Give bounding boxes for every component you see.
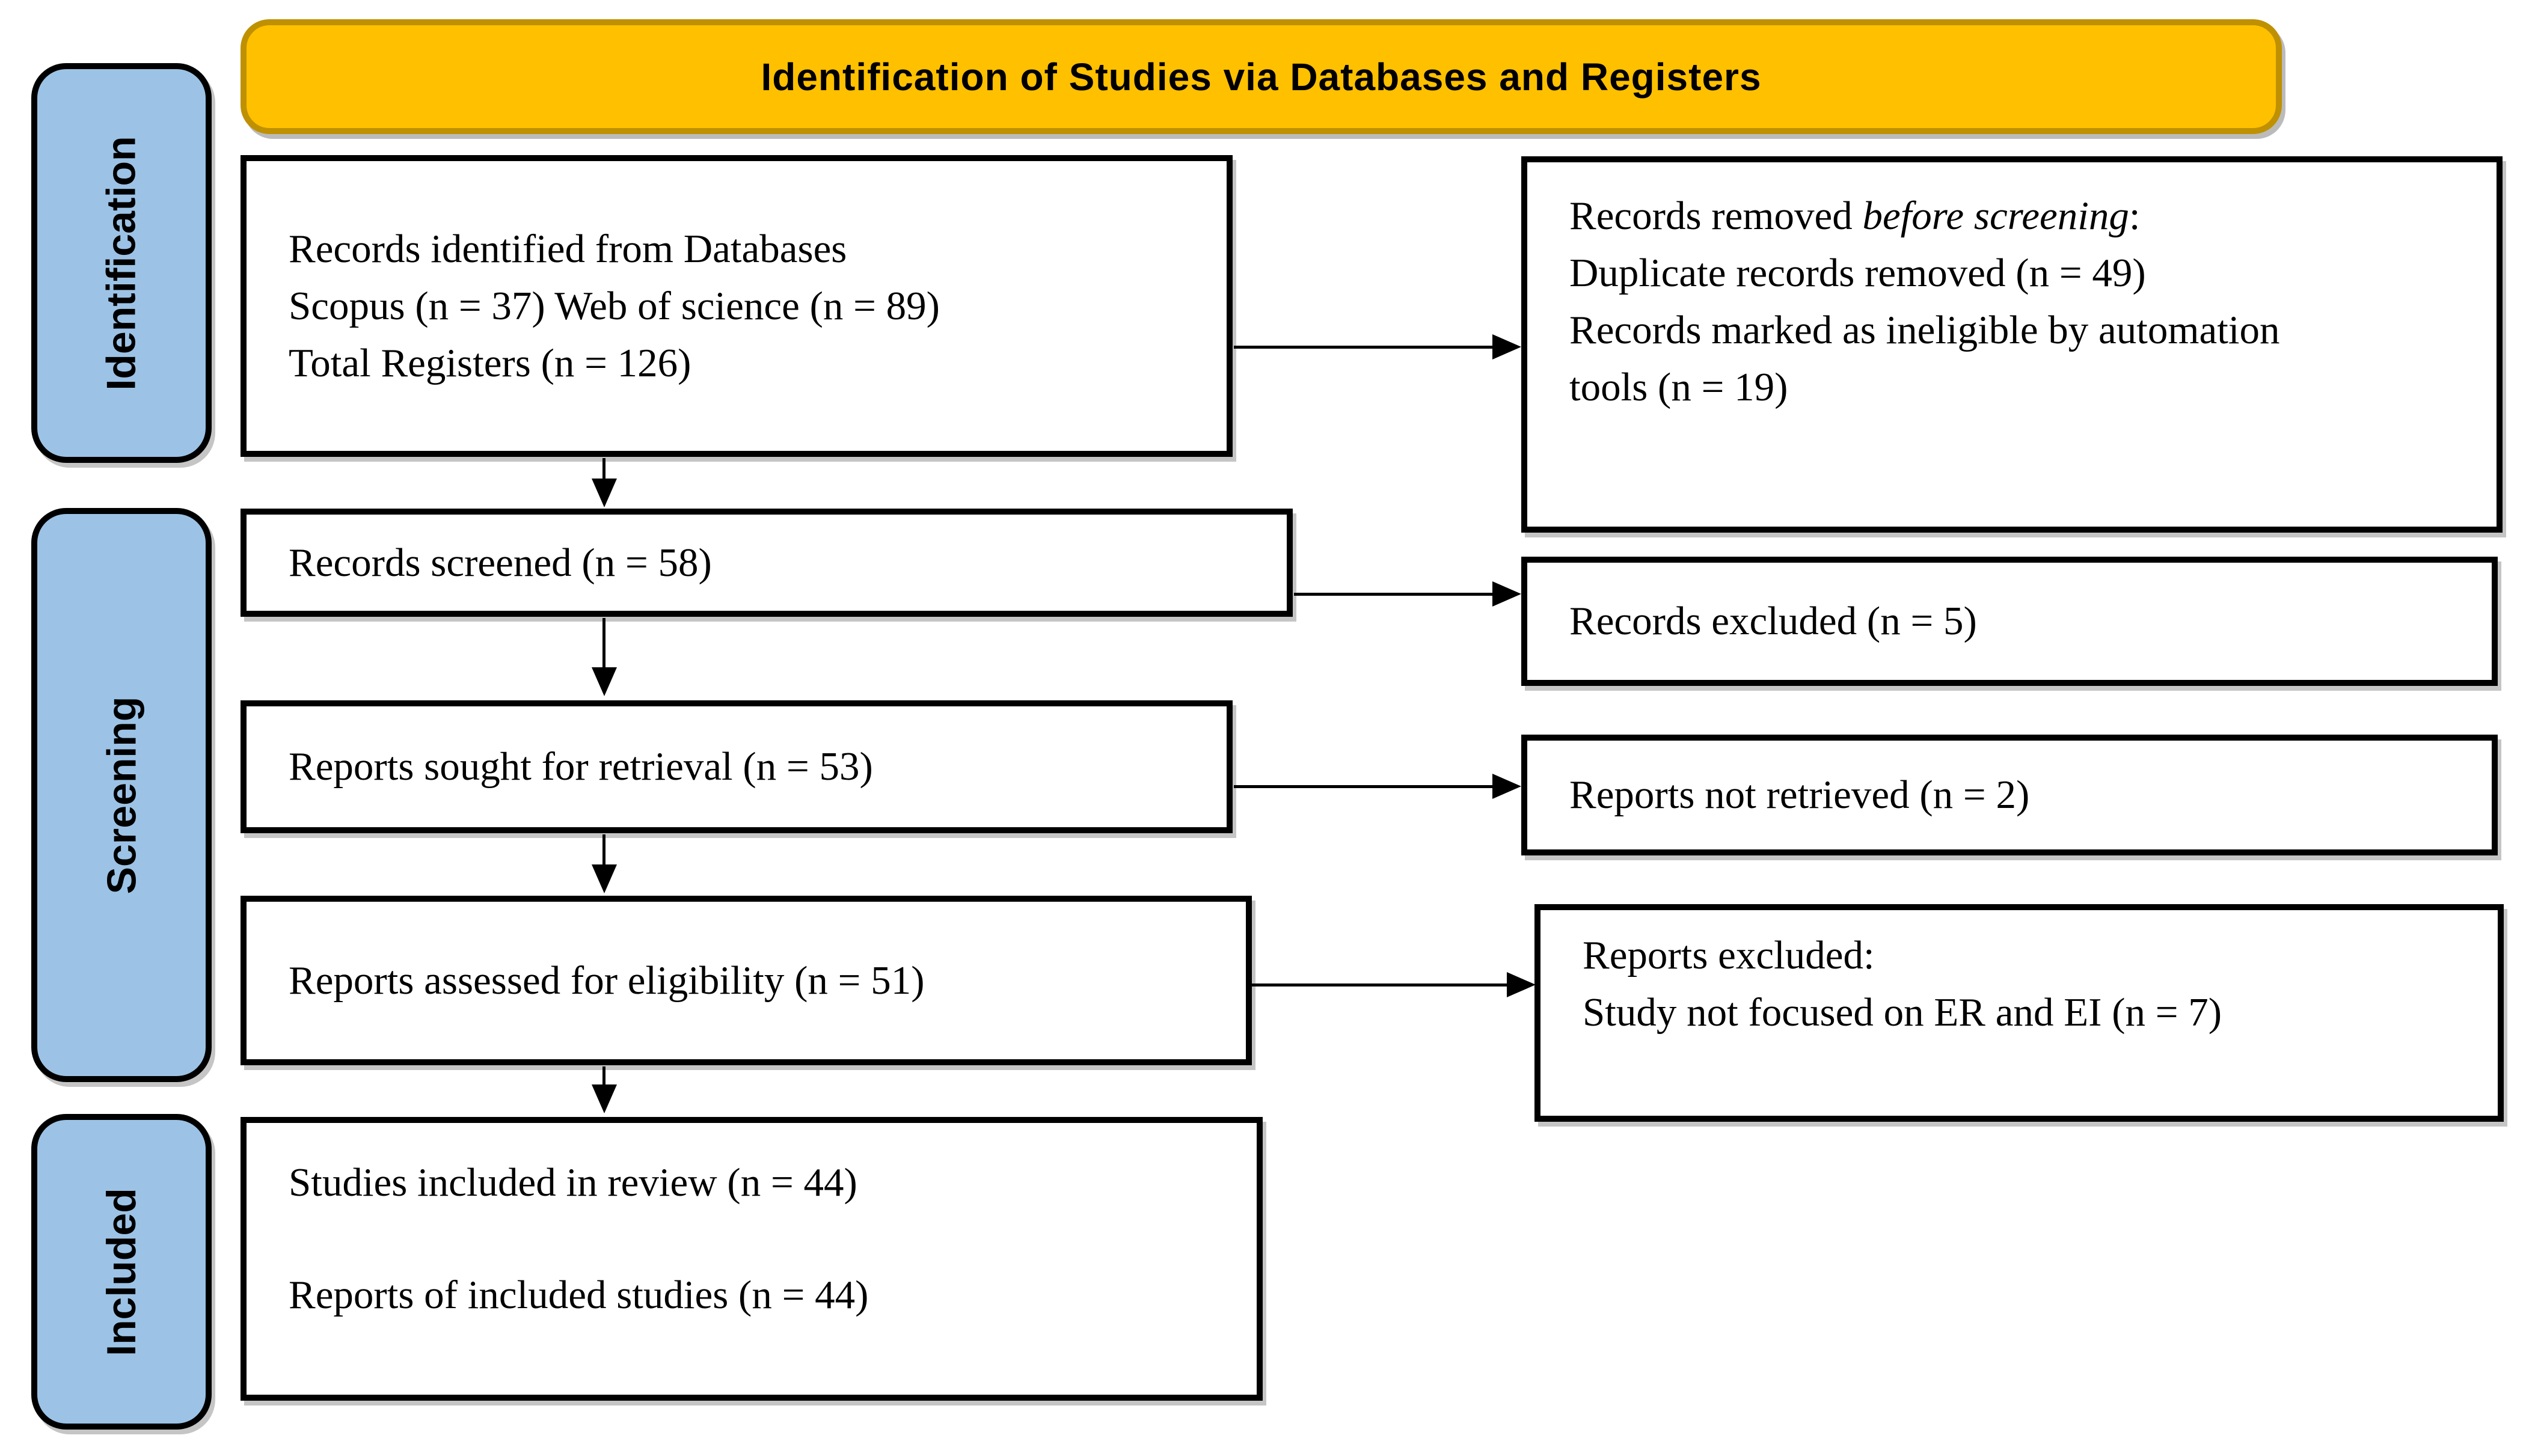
- box-line: Duplicate records removed (n = 49): [1569, 251, 2146, 295]
- box-records-screened: Records screened (n = 58): [241, 509, 1293, 617]
- stage-label-text: Identification: [99, 135, 145, 391]
- box-line: Reports not retrieved (n = 2): [1569, 772, 2030, 817]
- arrow-down-identified-to-screened-shaft: [602, 458, 605, 482]
- arrow-right-sought-to-not-retrieved-head: [1492, 774, 1521, 799]
- arrow-right-identified-to-removed-head: [1492, 334, 1521, 359]
- stage-label-text: Screening: [99, 696, 144, 894]
- box-line: Reports of included studies (n = 44): [289, 1273, 869, 1317]
- header-banner: Identification of Studies via Databases …: [241, 19, 2282, 134]
- arrow-right-assessed-to-reports-excluded-shaft: [1248, 983, 1509, 986]
- box-line: Reports sought for retrieval (n = 53): [289, 744, 873, 789]
- box-line: Total Registers (n = 126): [289, 340, 691, 385]
- box-reports-excluded: Reports excluded: Study not focused on E…: [1534, 904, 2504, 1122]
- stage-label-text: Included: [98, 1187, 144, 1356]
- box-records-removed-before-screening: Records removed before screening: Duplic…: [1521, 156, 2503, 533]
- arrow-down-sought-to-assessed-head: [592, 864, 617, 893]
- stage-label-included: Included: [31, 1114, 212, 1430]
- arrow-down-sought-to-assessed-shaft: [602, 834, 605, 868]
- box-line: Records identified from Databases: [289, 226, 847, 271]
- box-line: Scopus (n = 37) Web of science (n = 89): [289, 283, 940, 328]
- box-line: Studies included in review (n = 44): [289, 1160, 857, 1205]
- box-line-italic-text: before screening: [1862, 194, 2129, 238]
- box-records-identified: Records identified from Databases Scopus…: [241, 155, 1233, 457]
- box-line: Reports excluded:: [1583, 933, 1875, 977]
- box-line: Reports assessed for eligibility (n = 51…: [289, 958, 925, 1003]
- arrow-down-identified-to-screened-head: [592, 479, 617, 507]
- box-line: Records removed before screening:: [1569, 188, 2474, 245]
- box-reports-not-retrieved: Reports not retrieved (n = 2): [1521, 735, 2498, 855]
- arrow-down-screened-to-sought-head: [592, 667, 617, 696]
- stage-label-identification: Identification: [31, 63, 212, 463]
- arrow-right-assessed-to-reports-excluded-head: [1507, 972, 1536, 997]
- arrow-down-assessed-to-included-shaft: [602, 1066, 605, 1088]
- arrow-right-identified-to-removed-shaft: [1234, 346, 1495, 349]
- arrow-down-screened-to-sought-shaft: [602, 618, 605, 671]
- box-line-text: :: [2129, 194, 2141, 238]
- box-reports-sought-for-retrieval: Reports sought for retrieval (n = 53): [241, 700, 1233, 833]
- box-records-excluded: Records excluded (n = 5): [1521, 557, 2498, 686]
- stage-label-screening: Screening: [31, 508, 212, 1082]
- box-line: Records screened (n = 58): [289, 540, 712, 585]
- arrow-right-sought-to-not-retrieved-shaft: [1234, 785, 1495, 788]
- header-title: Identification of Studies via Databases …: [761, 55, 1762, 99]
- box-line: Study not focused on ER and EI (n = 7): [1583, 990, 2222, 1035]
- arrow-right-screened-to-excluded-head: [1492, 581, 1521, 607]
- box-line: tools (n = 19): [1569, 365, 1788, 409]
- box-studies-included: Studies included in review (n = 44) Repo…: [241, 1117, 1263, 1401]
- box-reports-assessed-for-eligibility: Reports assessed for eligibility (n = 51…: [241, 896, 1252, 1065]
- box-line-text: Records removed: [1569, 194, 1863, 238]
- box-line: Records marked as ineligible by automati…: [1569, 308, 2280, 352]
- arrow-down-assessed-to-included-head: [592, 1084, 617, 1113]
- box-line: Records excluded (n = 5): [1569, 599, 1977, 643]
- arrow-right-screened-to-excluded-shaft: [1294, 593, 1495, 596]
